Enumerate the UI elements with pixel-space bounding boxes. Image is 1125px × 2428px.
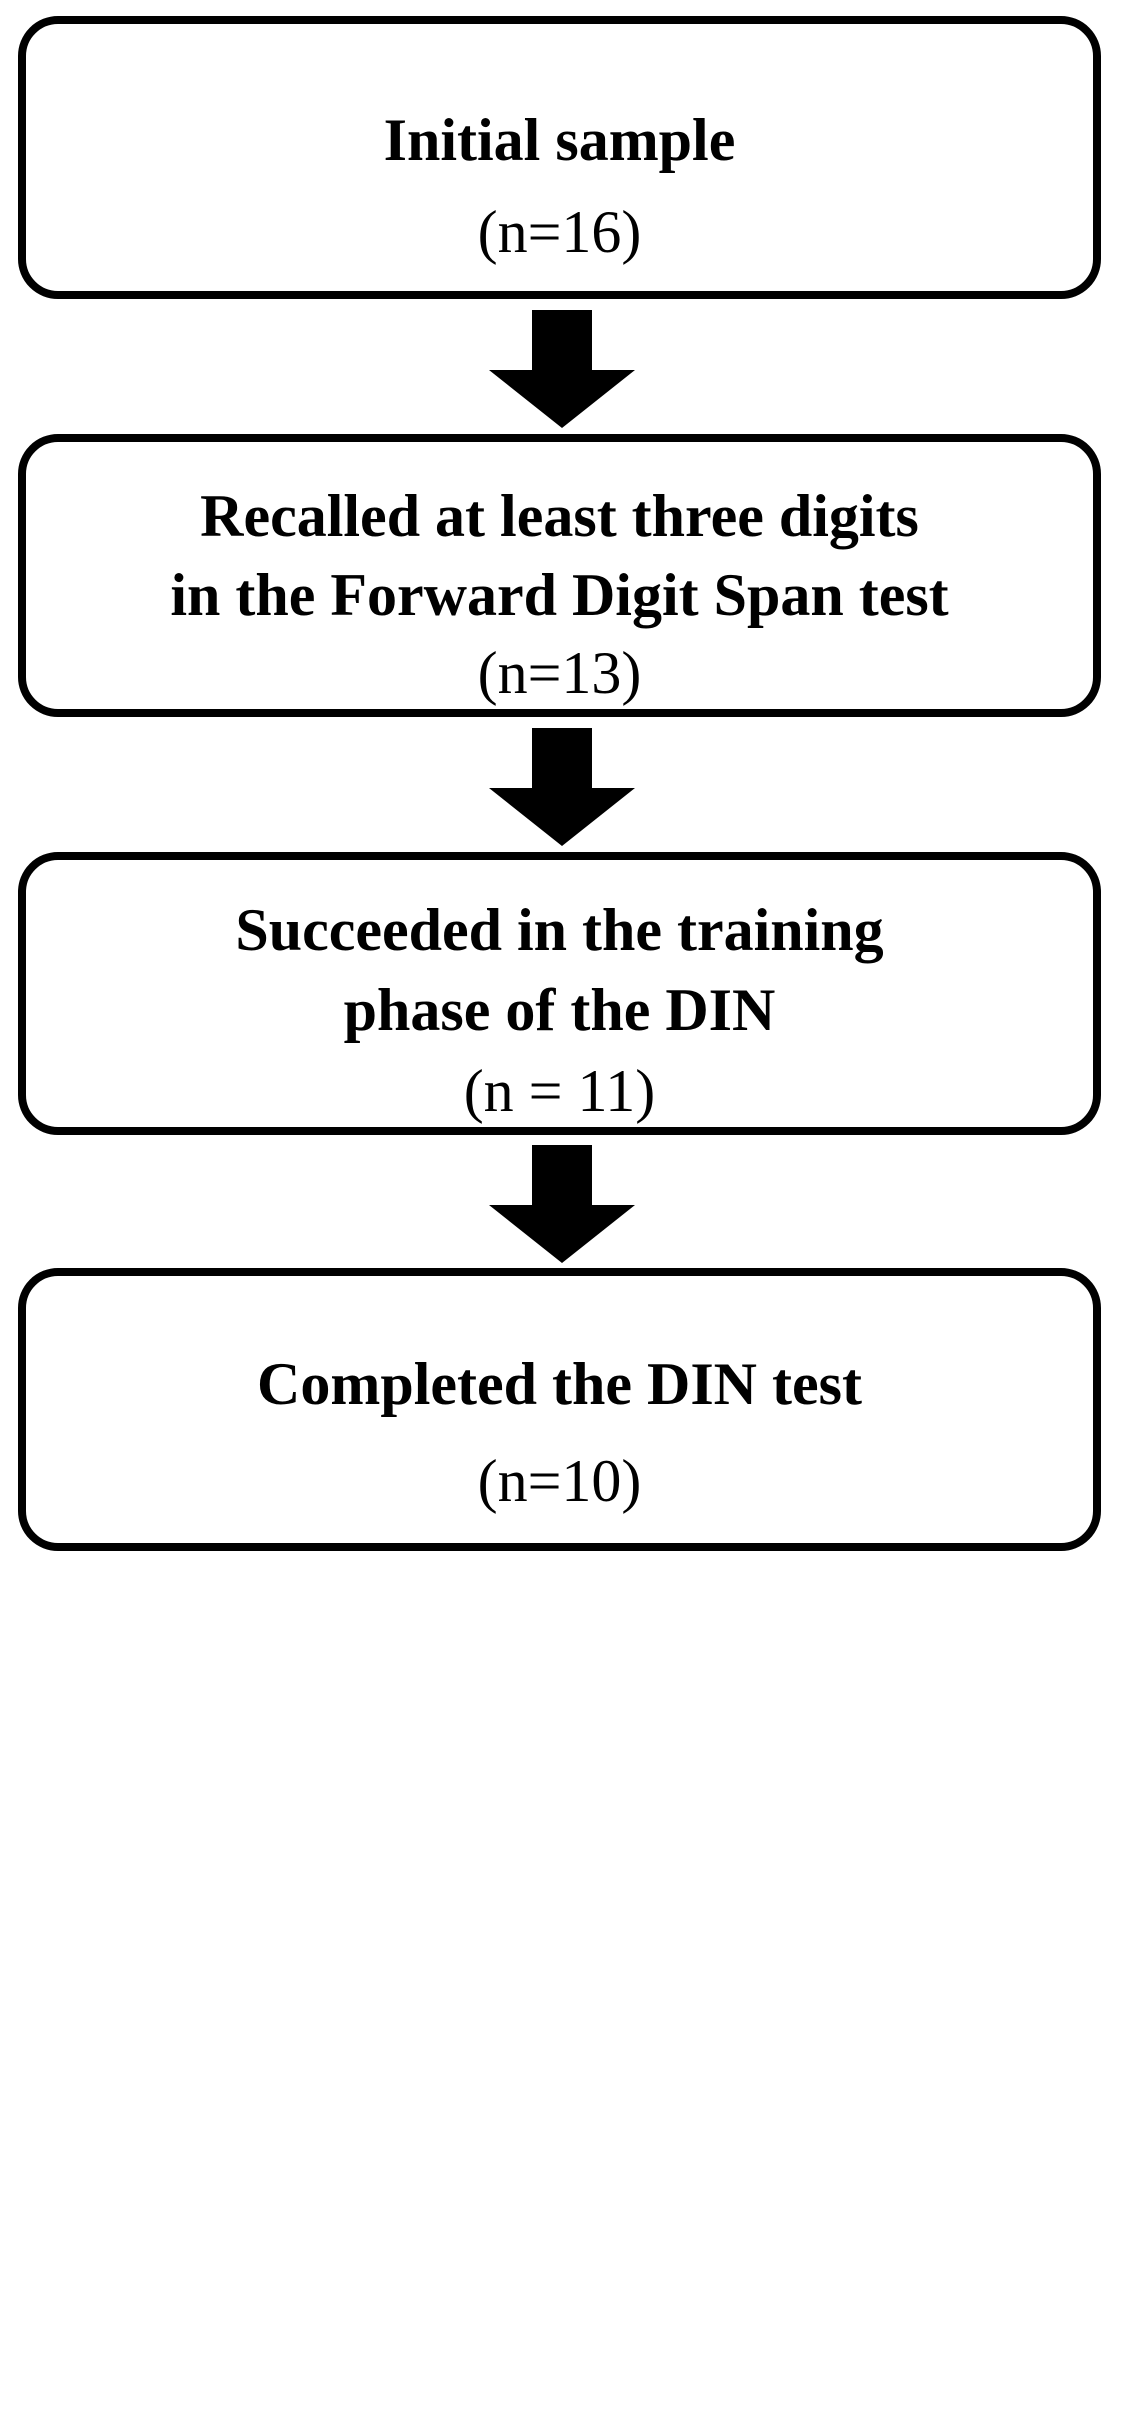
down-arrow-icon [489,310,635,428]
step-title: Completed the DIN test [257,1351,862,1417]
step-count: (n = 11) [463,1058,656,1124]
step-title: Succeeded in the training [235,897,884,963]
flowchart-step-forward-digit-span: Recalled at least three digits in the Fo… [18,434,1101,717]
step-count: (n=13) [477,640,642,706]
step-title: phase of the DIN [343,977,776,1043]
down-arrow-icon [489,1145,635,1263]
step-count: (n=16) [477,199,642,265]
step-count: (n=10) [477,1448,642,1514]
down-arrow-icon [489,728,635,846]
step-title: in the Forward Digit Span test [170,562,949,628]
flowchart-step-din-completed: Completed the DIN test (n=10) [18,1268,1101,1551]
flowchart-step-din-training: Succeeded in the training phase of the D… [18,852,1101,1135]
step-title: Initial sample [383,107,736,173]
flowchart-step-initial-sample: Initial sample (n=16) [18,16,1101,299]
step-title: Recalled at least three digits [200,483,919,549]
